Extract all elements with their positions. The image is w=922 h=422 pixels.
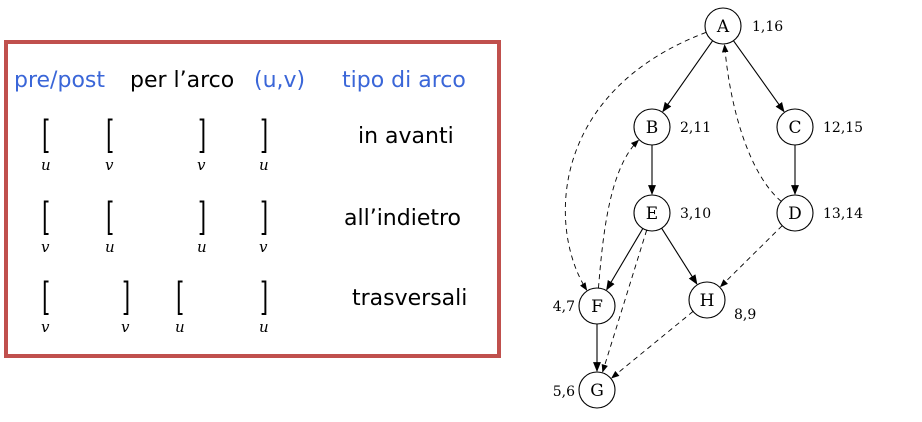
var-label: v — [105, 156, 114, 174]
non-tree-edge-H-G — [611, 311, 694, 379]
bracket-open: [ — [106, 195, 115, 239]
var-label: v — [259, 238, 268, 256]
node-H: H 8,9 — [688, 281, 756, 323]
tree-edge-E-F — [606, 228, 644, 291]
node-times-label: 12,15 — [823, 120, 863, 136]
node-label: A — [716, 17, 730, 37]
var-label: v — [41, 238, 50, 256]
bracket-open: [ — [106, 113, 115, 157]
node-label: E — [646, 204, 658, 224]
node-times-label: 3,10 — [680, 206, 711, 222]
edges-layer — [564, 31, 799, 379]
var-label: u — [175, 318, 185, 336]
node-label: G — [590, 381, 604, 401]
header-per-arco: per l’arco — [130, 68, 235, 93]
node-circle — [688, 281, 726, 319]
non-tree-edge-E-G — [601, 230, 648, 373]
non-tree-edge-D-H — [719, 225, 783, 288]
node-label: F — [591, 297, 603, 317]
node-circle — [776, 108, 814, 146]
var-label: v — [121, 318, 130, 336]
node-G: G 5,6 — [553, 371, 616, 409]
node-F: F 4,7 — [553, 287, 616, 325]
node-circle — [633, 108, 671, 146]
bracket-open: [ — [42, 195, 51, 239]
bracket-close: ] — [122, 275, 131, 319]
node-label: C — [788, 118, 801, 138]
node-circle — [776, 194, 814, 232]
node-circle — [633, 194, 671, 232]
node-times-label: 2,11 — [680, 120, 711, 136]
bracket-close: ] — [260, 195, 269, 239]
var-label: v — [41, 318, 50, 336]
node-B: B 2,11 — [633, 108, 711, 146]
node-C: C 12,15 — [776, 108, 863, 146]
node-times-label: 1,16 — [752, 19, 783, 35]
tree-edge-E-H — [661, 227, 698, 285]
var-label: v — [197, 156, 206, 174]
node-times-label: 4,7 — [553, 299, 575, 315]
non-tree-edge-A-F — [564, 31, 707, 291]
node-times-label: 13,14 — [823, 206, 863, 222]
non-tree-edge-F-B — [598, 139, 639, 289]
header-uv: (u,v) — [254, 68, 306, 93]
header-pre-post: pre/post — [14, 68, 105, 93]
node-times-label: 5,6 — [553, 384, 575, 400]
bracket-open: [ — [42, 113, 51, 157]
tree-edge-A-B — [662, 40, 714, 113]
node-circle — [704, 7, 742, 45]
tree-edge-A-C — [733, 40, 785, 113]
node-label: H — [700, 291, 715, 311]
non-tree-edge-D-A — [721, 44, 782, 202]
label-all-indietro: all’indietro — [344, 206, 462, 231]
bracket-close: ] — [198, 195, 207, 239]
var-label: u — [259, 156, 269, 174]
var-label: u — [41, 156, 51, 174]
var-label: u — [105, 238, 115, 256]
label-trasversali: trasversali — [352, 286, 468, 311]
node-label: D — [788, 204, 802, 224]
var-label: u — [259, 318, 269, 336]
bracket-open: [ — [176, 275, 185, 319]
node-circle — [578, 371, 616, 409]
node-circle — [578, 287, 616, 325]
nodes-layer: A 1,16B 2,11 C 12,15D 13,14 E 3,10F 4,7 H 8,9G 5,6 — [553, 7, 863, 409]
node-times-label: 8,9 — [734, 307, 756, 323]
node-label: B — [646, 118, 659, 138]
bracket-open: [ — [42, 275, 51, 319]
var-label: u — [197, 238, 207, 256]
label-in-avanti: in avanti — [358, 124, 454, 149]
bracket-close: ] — [260, 113, 269, 157]
node-A: A 1,16 — [704, 7, 783, 45]
node-D: D 13,14 — [776, 194, 863, 232]
node-E: E 3,10 — [633, 194, 711, 232]
bracket-close: ] — [260, 275, 269, 319]
bracket-close: ] — [198, 113, 207, 157]
header-tipo-di-arco: tipo di arco — [342, 68, 466, 93]
edge-type-table: pre/post per l’arco (u,v) tipo di arco [… — [4, 40, 501, 358]
